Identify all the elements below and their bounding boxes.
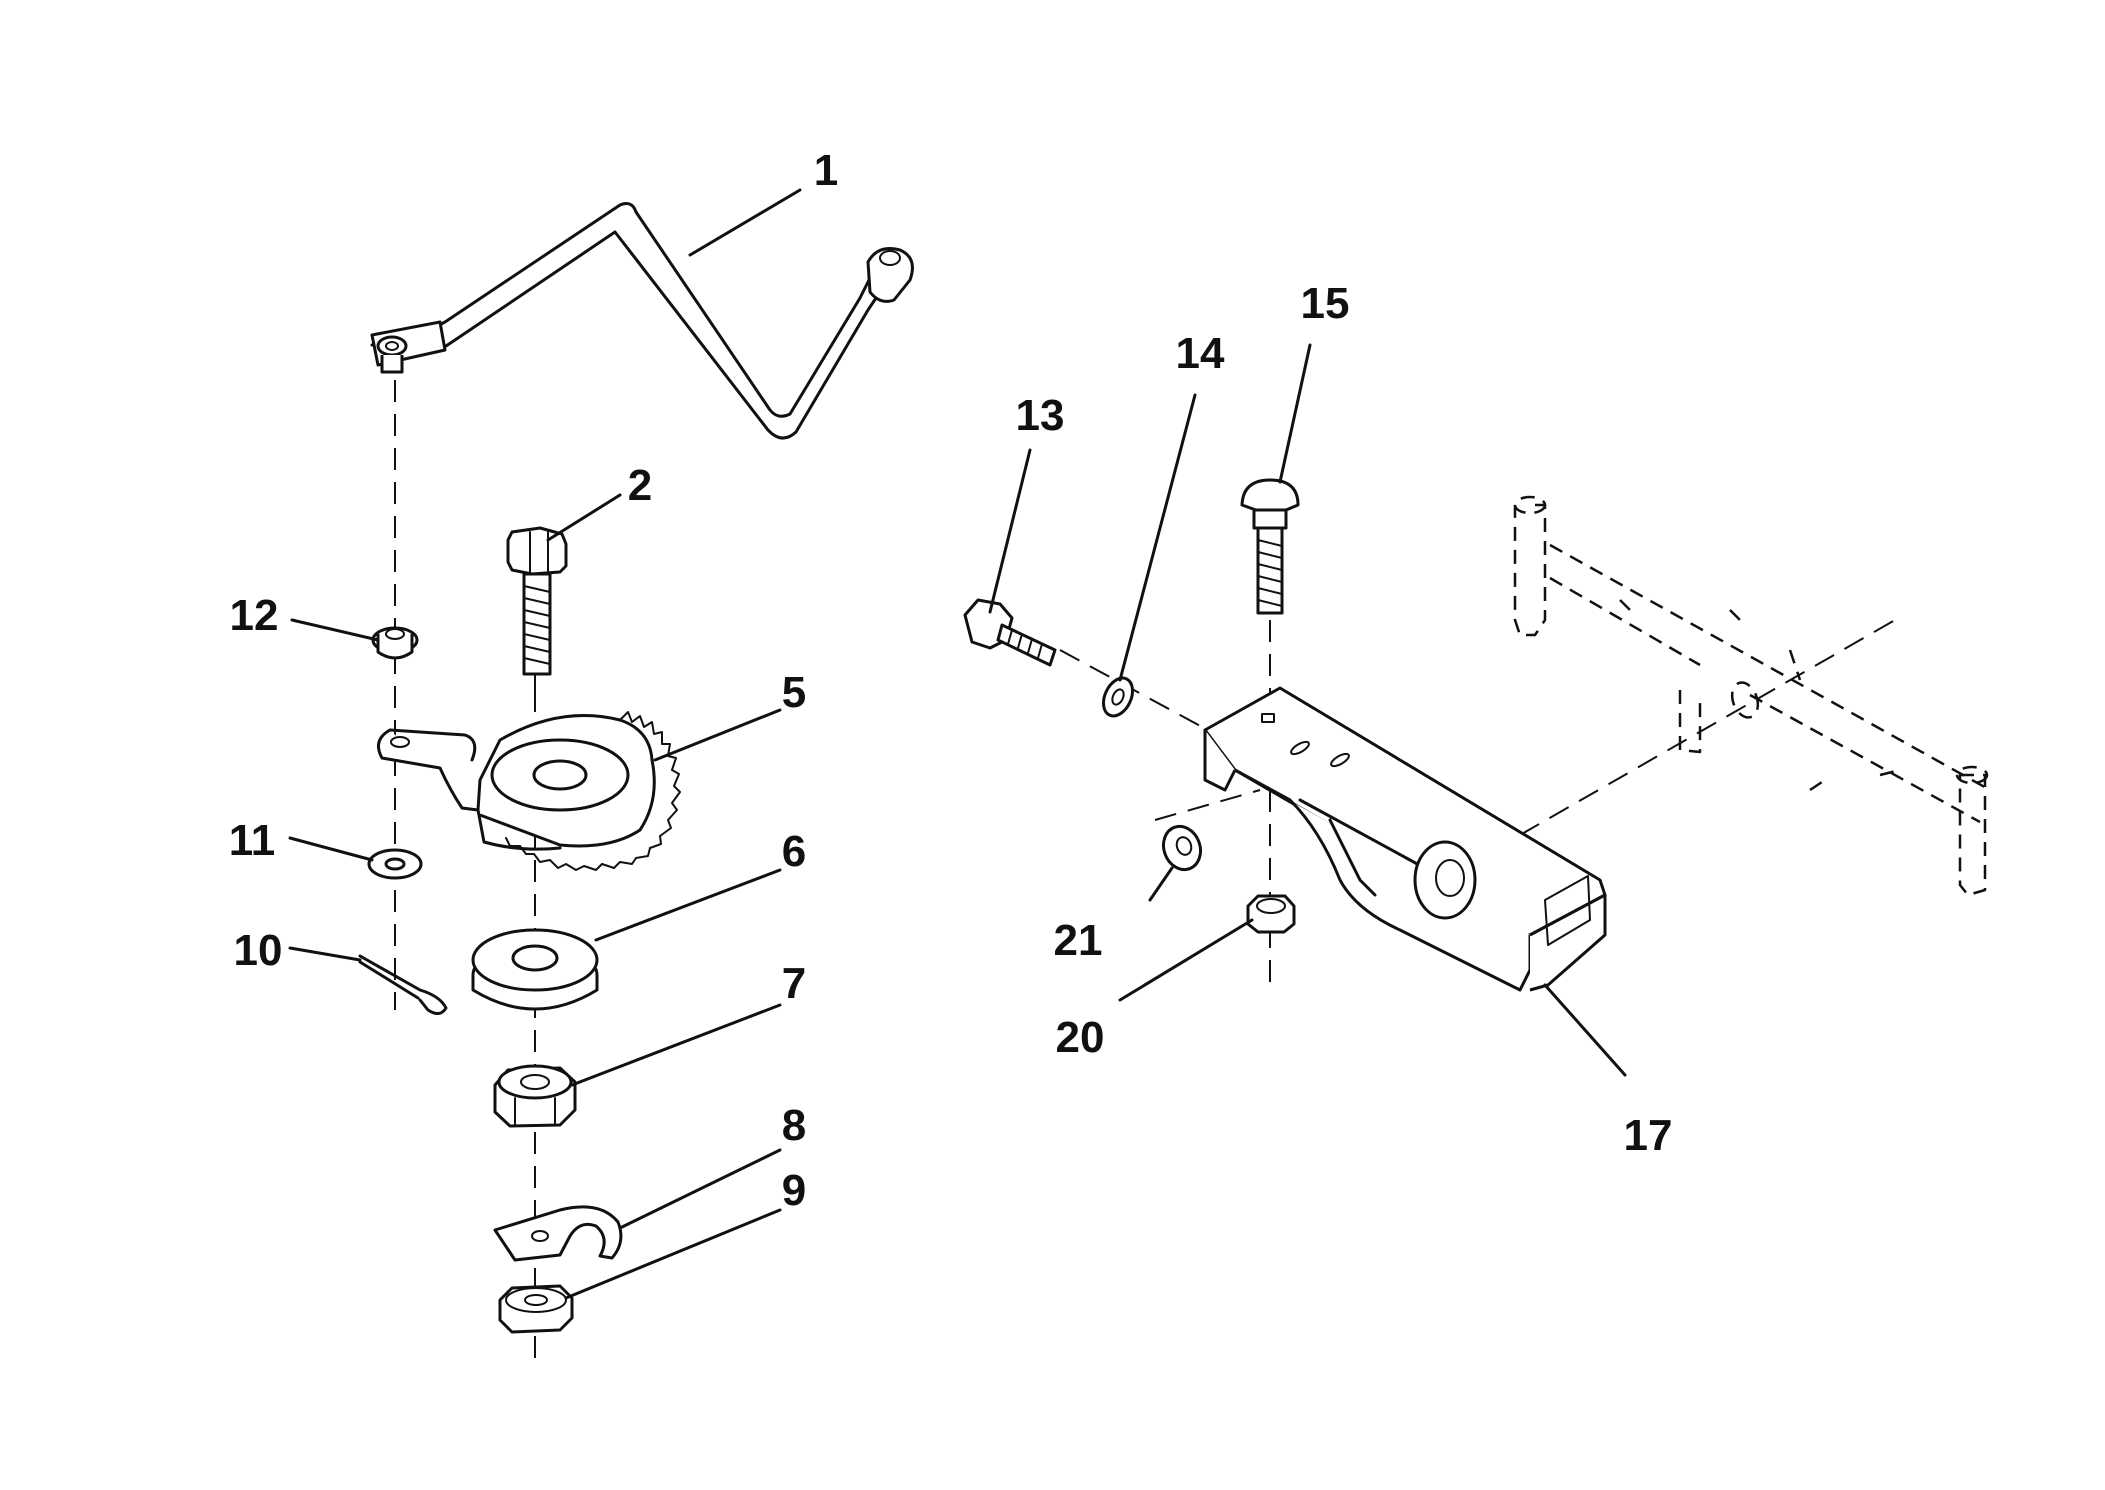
part-15-carriage-bolt (1240, 478, 1300, 615)
callout-20: 20 (1056, 1013, 1105, 1062)
callout-2: 2 (628, 461, 652, 510)
part-6-spacer-washer (471, 928, 599, 1011)
part-11-flat-washer (367, 848, 423, 880)
callout-12: 12 (230, 591, 279, 640)
callout-6: 6 (782, 827, 806, 876)
callout-8: 8 (782, 1101, 806, 1150)
part-9-hex-nut (498, 1284, 574, 1334)
callout-1: 1 (814, 146, 838, 195)
part-1-drag-link (370, 202, 914, 440)
callout-17: 17 (1624, 1111, 1673, 1160)
centerline-axle (1519, 619, 1896, 836)
callouts: 1 2 5 6 7 8 9 10 11 12 13 14 15 17 20 21 (229, 146, 1673, 1215)
part-5-sector-gear (376, 711, 681, 871)
callout-10: 10 (234, 926, 283, 975)
part-10-cotter-pin (358, 954, 448, 1015)
centerline-bolt-13 (1059, 649, 1301, 781)
leader-lines (288, 188, 1627, 1300)
callout-13: 13 (1016, 391, 1065, 440)
callout-15: 15 (1301, 279, 1350, 328)
callout-7: 7 (782, 959, 806, 1008)
phantom-axle (1513, 495, 1991, 897)
callout-9: 9 (782, 1166, 806, 1215)
part-21-nut (1161, 824, 1203, 872)
callout-5: 5 (782, 668, 806, 717)
part-7-hex-nut (493, 1064, 577, 1128)
part-20-nut (1246, 894, 1296, 934)
centerline-nut-21 (1154, 789, 1261, 821)
callout-11: 11 (229, 816, 276, 865)
part-17-steering-bracket (1203, 686, 1607, 992)
part-14-washer (1101, 676, 1135, 718)
part-13-hex-bolt (963, 598, 1057, 667)
part-8-clip (493, 1205, 623, 1262)
callout-21: 21 (1054, 916, 1103, 965)
part-2-hex-bolt (506, 526, 568, 676)
callout-14: 14 (1176, 329, 1225, 378)
part-12-flange-nut (371, 626, 419, 660)
